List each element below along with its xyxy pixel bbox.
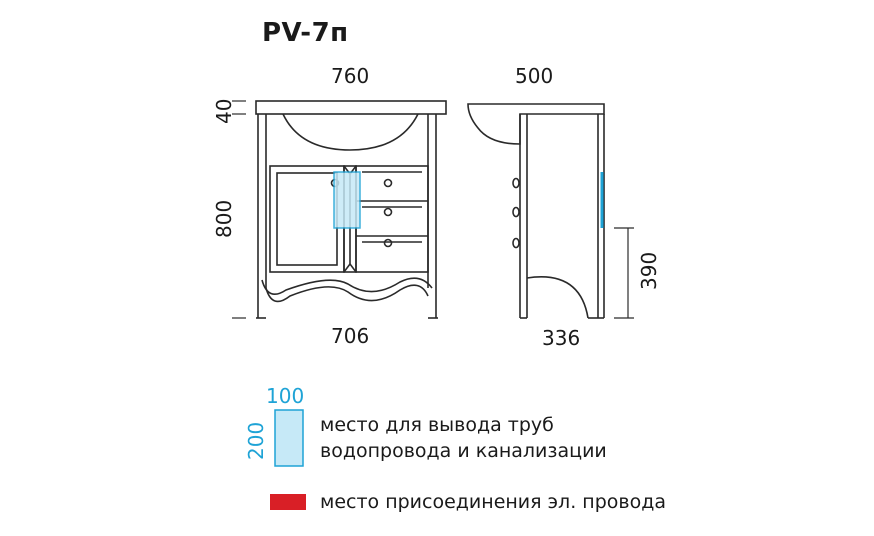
front-width-top-label: 760 xyxy=(331,64,370,88)
front-countertop xyxy=(255,100,447,115)
model-title: PV-7п xyxy=(262,18,349,48)
legend-electric-text: место присоединения эл. провода xyxy=(320,491,666,513)
side-knob-3 xyxy=(512,237,520,249)
legend-pipe-line1: место для вывода труб xyxy=(320,414,554,436)
front-door-panel xyxy=(269,165,345,273)
front-view xyxy=(232,100,447,319)
front-pipe-zone xyxy=(333,171,361,229)
legend-pipe-text: место для вывода труб водопровода и кана… xyxy=(320,412,607,464)
front-drawer-knob-3 xyxy=(383,238,393,248)
side-knob-2 xyxy=(512,206,520,218)
front-basin-bowl xyxy=(282,113,419,151)
front-skirt-curve xyxy=(265,284,429,303)
legend-pipe-height-label: 200 xyxy=(244,421,268,460)
legend-pipe-swatch xyxy=(274,409,304,467)
legend-pipe-width-label: 100 xyxy=(266,384,305,408)
legend-pipe-line2: водопровода и канализации xyxy=(320,440,607,462)
legend-electric-swatch xyxy=(270,494,306,510)
side-basin xyxy=(467,103,605,145)
front-width-bottom-label: 706 xyxy=(331,324,370,348)
side-depth-top-label: 500 xyxy=(515,64,554,88)
side-view xyxy=(467,103,634,319)
front-drawer-knob-2 xyxy=(383,207,393,217)
side-knob-1 xyxy=(512,177,520,189)
front-drawer-knob-1 xyxy=(383,178,393,188)
side-arch xyxy=(526,276,589,319)
side-depth-bottom-label: 336 xyxy=(542,326,581,350)
